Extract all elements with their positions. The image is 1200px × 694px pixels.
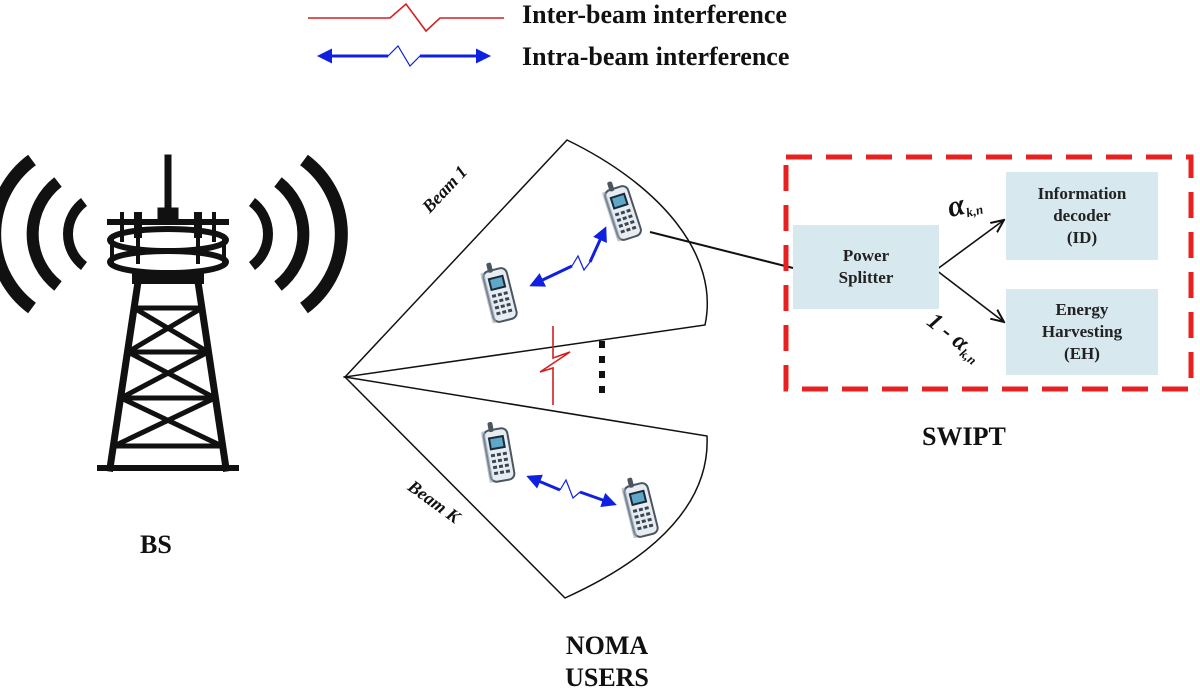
noma-label-line-1: NOMA: [565, 631, 649, 660]
swipt-box: [783, 154, 1194, 392]
mobile-phone-icon: [598, 175, 644, 244]
beam-k-sector: [342, 375, 708, 599]
inter-beam-interference-mark: [539, 326, 571, 405]
information-decoder-line-3: (ID): [1066, 228, 1098, 247]
swipt-label: SWIPT: [922, 422, 1006, 451]
radio-wave-icon: [0, 154, 348, 314]
cell-tower-icon: [97, 154, 239, 472]
energy-harvesting-line-3: (EH): [1064, 344, 1100, 363]
intra-beam-interference-beam-1: [529, 226, 607, 287]
legend-intra-label: Intra-beam interference: [522, 42, 790, 71]
legend-intra-arrow: [317, 45, 491, 67]
splitter-arrows: [935, 220, 1004, 322]
legend-inter-line: [308, 2, 504, 33]
energy-harvesting-box: Energy Harvesting (EH): [1006, 289, 1158, 375]
energy-harvesting-line-2: Harvesting: [1041, 322, 1123, 341]
information-decoder-line-2: decoder: [1053, 206, 1111, 225]
energy-harvesting-line-1: Energy: [1055, 300, 1109, 319]
noma-users-label: NOMA USERS: [552, 630, 662, 694]
intra-beam-interference-beam-k: [526, 474, 617, 508]
alpha-top-subscript: k,n: [964, 201, 985, 221]
bs-label: BS: [140, 530, 172, 559]
legend-inter-label: Inter-beam interference: [522, 0, 787, 29]
noma-label-line-2: USERS: [565, 663, 649, 692]
beam-1-sector: [342, 139, 708, 379]
mobile-phone-icon: [618, 473, 660, 540]
power-splitter-line-2: Splitter: [838, 268, 894, 287]
mobile-phone-icon: [477, 258, 519, 325]
information-decoder-box: Information decoder (ID): [1006, 172, 1158, 260]
information-decoder-line-1: Information: [1037, 184, 1127, 203]
ellipsis-icon: [599, 341, 605, 393]
user-to-swipt-link: [649, 231, 794, 269]
mobile-phone-icon: [478, 418, 517, 485]
power-splitter-line-1: Power: [842, 246, 890, 265]
power-splitter-box: Power Splitter: [793, 225, 939, 309]
